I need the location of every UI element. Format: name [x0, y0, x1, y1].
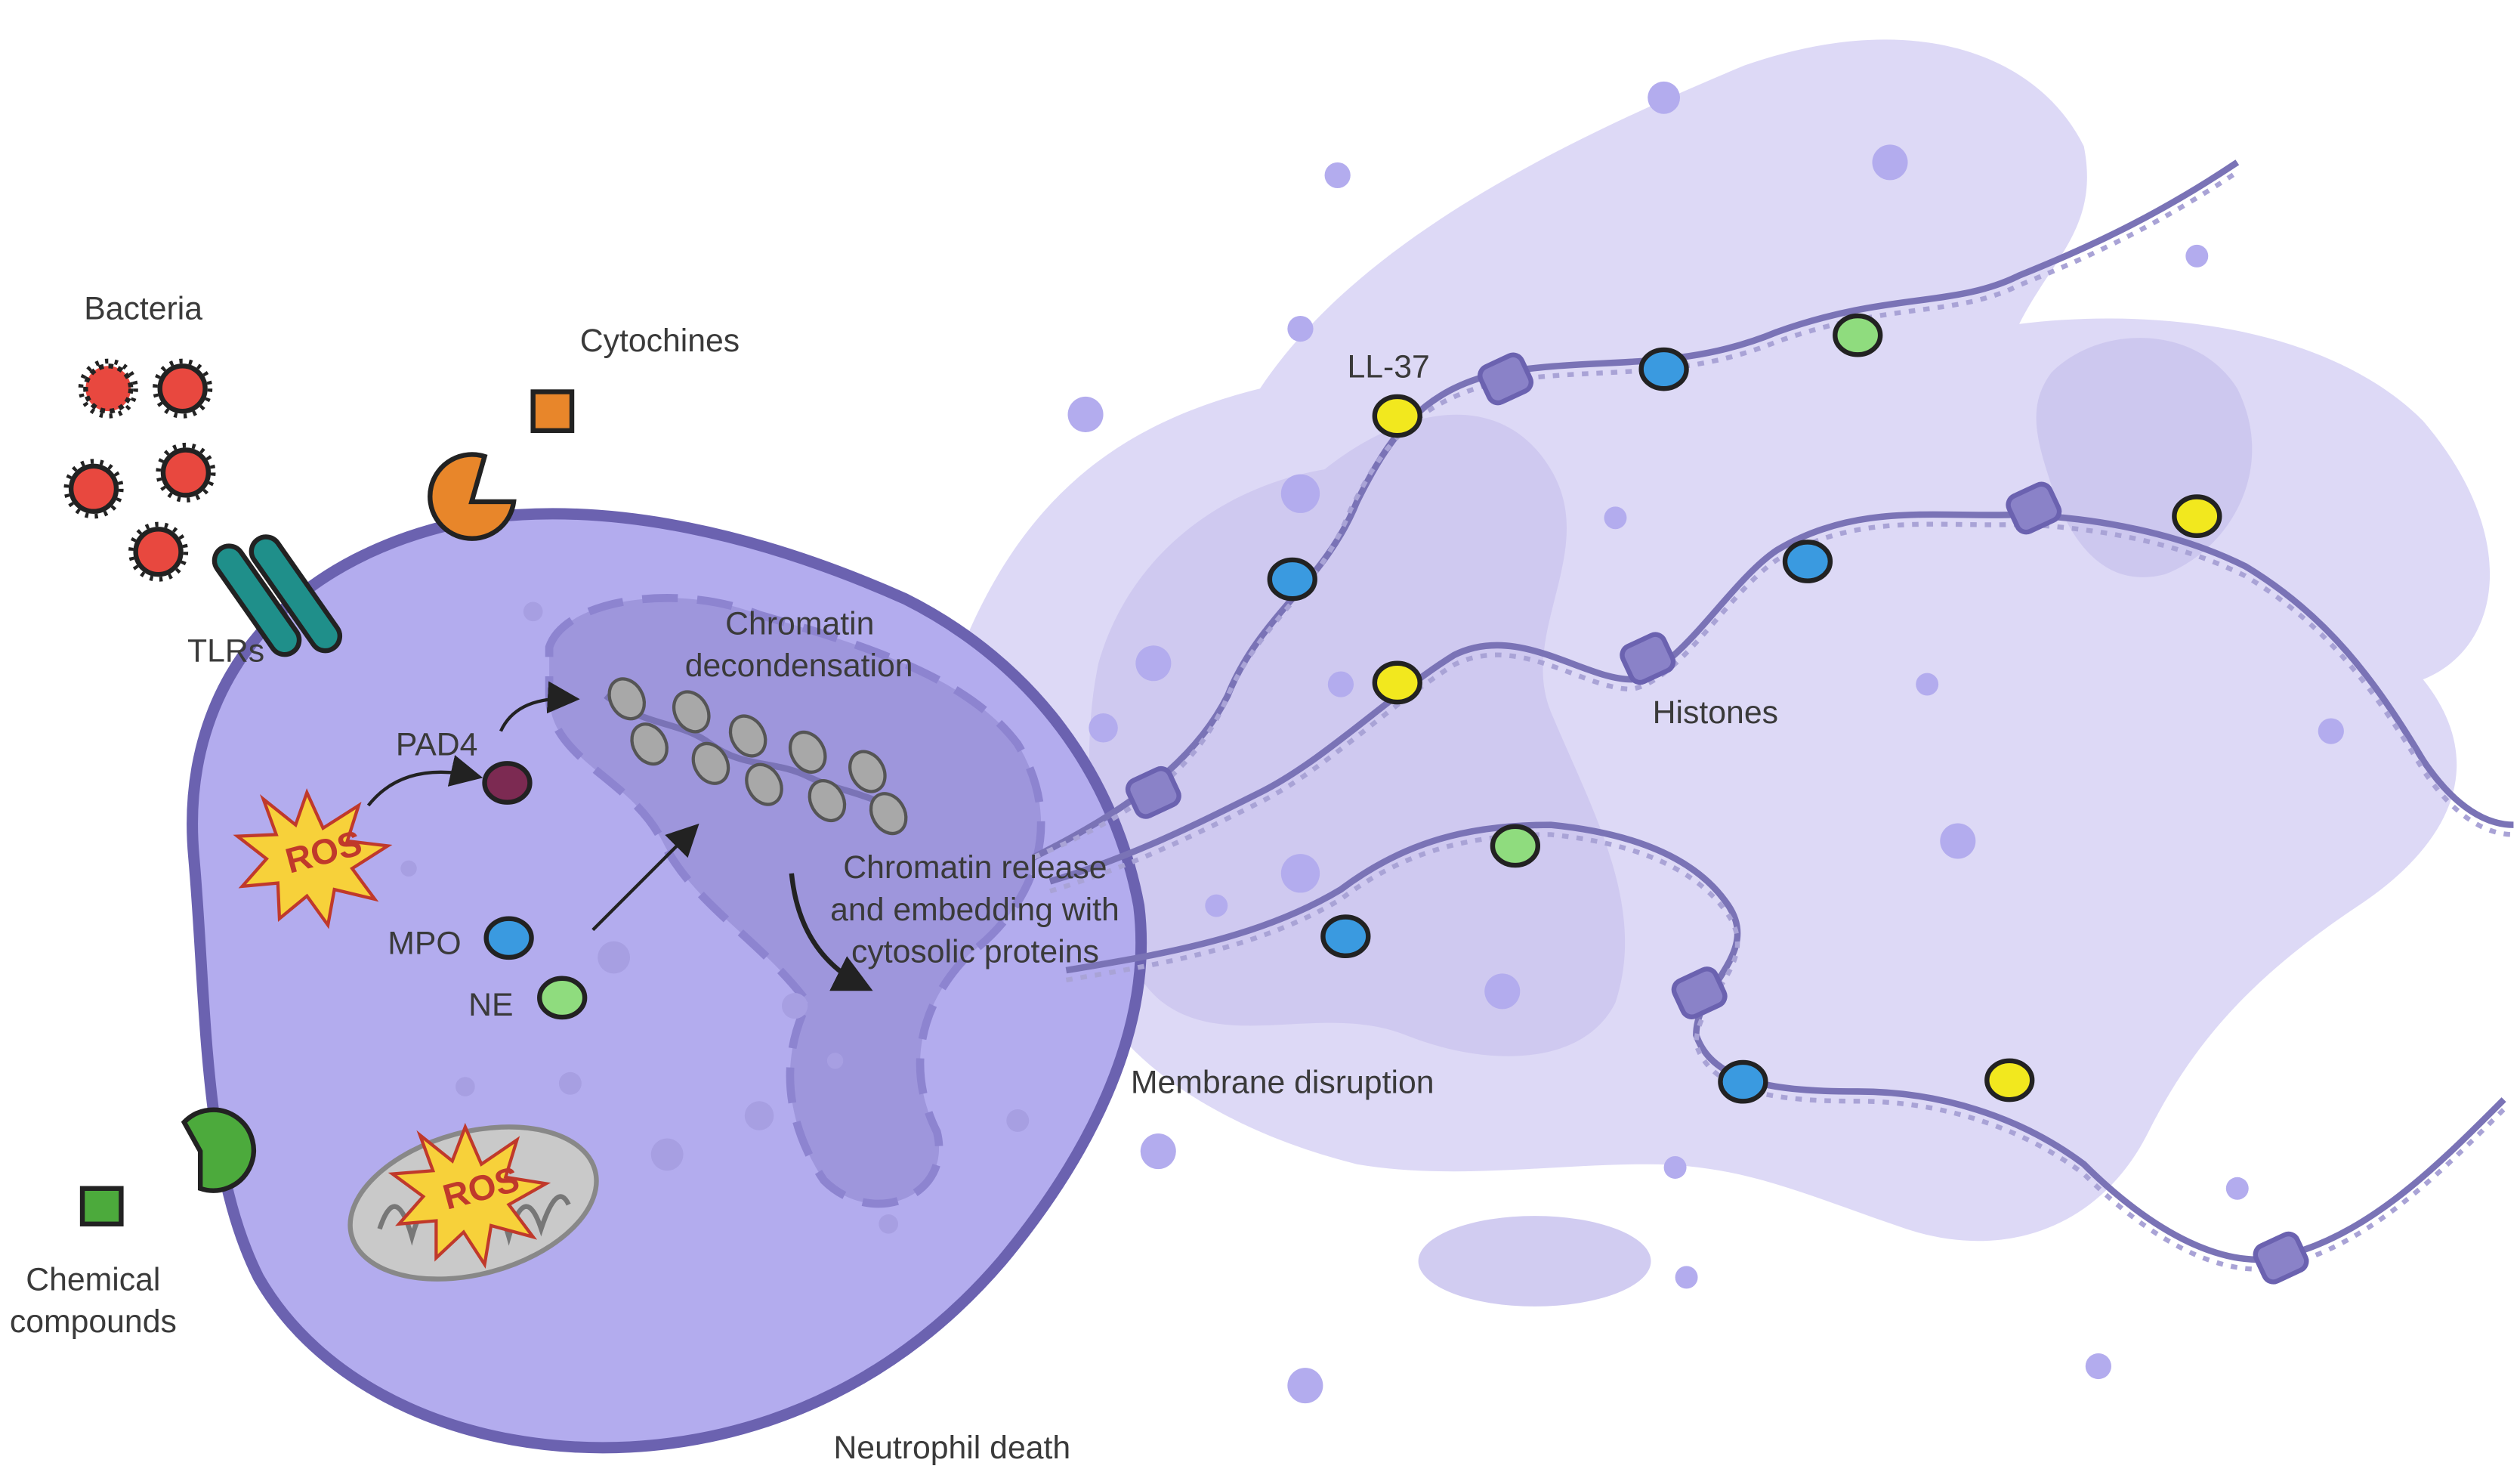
- ll37-label: LL-37: [1347, 348, 1429, 385]
- pad4-label: PAD4: [396, 727, 478, 763]
- ne-protein-icon: [1490, 824, 1541, 868]
- nucleosome-icon: [848, 750, 887, 793]
- dna-strand-icon: [1048, 511, 2514, 894]
- chromatin-release-label-2: and embedding with: [830, 892, 1119, 928]
- histones-label: Histones: [1653, 694, 1778, 731]
- bacteria-label: Bacteria: [84, 290, 202, 326]
- neutrophil-cell: [187, 508, 1147, 1454]
- chromatin-decondensation-label-2: decondensation: [685, 648, 913, 684]
- ll37-protein-icon: [1984, 1058, 2035, 1102]
- ne-label: NE: [468, 987, 513, 1023]
- ros-burst-icon: ROS: [388, 1122, 551, 1269]
- nucleosome-icon: [691, 741, 730, 785]
- bacteria-icon: [128, 521, 189, 582]
- ne-protein-icon: [1833, 313, 1883, 357]
- nucleosome-icon: [728, 714, 767, 758]
- mpo-protein-icon: [1718, 1059, 1768, 1104]
- cytochines-label: Cytochines: [580, 323, 740, 359]
- histones-group: [1125, 352, 2309, 1285]
- process-arrows: [366, 681, 873, 991]
- ll37-protein-icon: [2172, 494, 2222, 539]
- nucleosome-icon: [869, 792, 908, 836]
- tlrs-label: TLRs: [187, 633, 264, 670]
- nucleosome-icon: [1671, 966, 1728, 1019]
- mpo-protein-icon: [1782, 540, 1833, 583]
- chromatin-decondensation-label-1: Chromatin: [725, 605, 874, 642]
- labels: Bacteria Cytochines TLRs Chromatin decon…: [10, 290, 1778, 1466]
- nucleosome-icon: [808, 779, 847, 823]
- nucleosome-icon: [2006, 481, 2062, 535]
- mpo-protein-icon: [1267, 557, 1317, 601]
- chemical-receptor-icon: [181, 1107, 256, 1193]
- mpo-label: MPO: [388, 926, 461, 962]
- membrane-disruption-label: Membrane disruption: [1131, 1065, 1434, 1101]
- ll37-protein-icon: [1372, 660, 1422, 705]
- bacteria-group: [63, 358, 216, 582]
- nucleosome-icon: [672, 690, 711, 734]
- dna-strand-icon: [1065, 821, 2506, 1272]
- nucleosome-icon: [630, 722, 669, 766]
- nucleosome-icon: [788, 730, 827, 774]
- nucleosome-icon: [2253, 1231, 2309, 1285]
- cytokine-receptor-icon: [428, 452, 517, 541]
- nucleosome-icon: [1620, 632, 1676, 685]
- net-cloud: [969, 39, 2491, 1307]
- bacteria-icon: [156, 442, 216, 503]
- chromatin-fiber: [604, 677, 908, 836]
- neutrophil-death-label: Neutrophil death: [833, 1430, 1070, 1466]
- ne-enzyme-icon: [537, 976, 588, 1020]
- net-proteins: [1267, 313, 2222, 1104]
- chromatin-release-label-3: cytosolic proteins: [851, 933, 1099, 969]
- mpo-protein-icon: [1638, 347, 1689, 391]
- chemical-compound-icon: [79, 1186, 124, 1227]
- bacteria-icon: [153, 358, 213, 419]
- tlr-icon: [212, 534, 343, 657]
- chromatin-release-label-1: Chromatin release: [843, 849, 1107, 886]
- pad4-enzyme-icon: [482, 761, 533, 805]
- mpo-enzyme-icon: [483, 916, 534, 960]
- ros-burst-icon: ROS: [233, 788, 393, 929]
- chemical-compounds-label-1: Chemical: [26, 1261, 160, 1297]
- particles: [1067, 81, 2344, 1404]
- ll37-protein-icon: [1372, 394, 1422, 438]
- nucleosome-icon: [1478, 352, 1534, 406]
- bacteria-icon: [63, 459, 124, 519]
- nucleosome-icon: [607, 677, 647, 721]
- bacteria-icon: [78, 358, 138, 419]
- mpo-protein-icon: [1320, 914, 1371, 959]
- nucleosome-icon: [745, 762, 783, 806]
- chemical-compounds-label-2: compounds: [10, 1303, 177, 1340]
- nucleosome-icon: [1125, 765, 1181, 819]
- cytokine-icon: [530, 389, 575, 434]
